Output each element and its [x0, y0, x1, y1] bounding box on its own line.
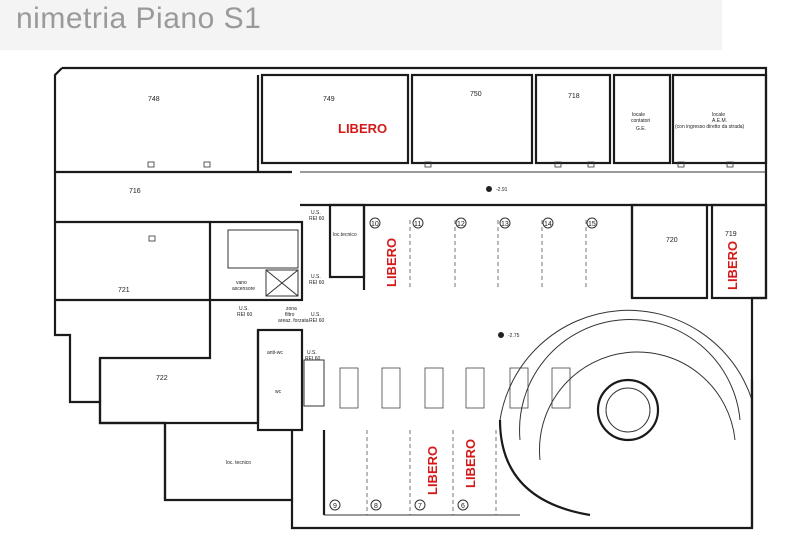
- label-716: 716: [129, 188, 141, 195]
- label-721: 721: [118, 287, 130, 294]
- svg-text:8: 8: [374, 503, 378, 510]
- label-loc-tecnico: loc.tecnico: [333, 232, 357, 238]
- svg-text:13: 13: [501, 221, 509, 228]
- room-718-outline: [534, 73, 612, 165]
- core-block: [208, 220, 304, 302]
- label-722: 722: [156, 375, 168, 382]
- svg-text:14: 14: [544, 221, 552, 228]
- label-750: 750: [470, 91, 482, 98]
- label-contatori-3: G.E.: [636, 126, 646, 132]
- label-vano-1: vano: [236, 280, 247, 286]
- label-rei-3: REI 60: [237, 312, 253, 318]
- elevator-cross-2: [265, 269, 299, 297]
- spiral-ramp: [498, 309, 754, 528]
- svg-text:9: 9: [333, 503, 337, 510]
- label-anti-wc: anti-wc: [267, 350, 283, 356]
- label-us-2: U.S.: [311, 274, 321, 280]
- stair-small: [303, 359, 325, 407]
- stair-block: [227, 229, 299, 269]
- level-marker-1: [486, 186, 492, 192]
- svg-text:12: 12: [457, 221, 465, 228]
- label-aem-1: locale: [712, 112, 725, 118]
- wc-block: [256, 328, 304, 432]
- label-rei-2: REI 60: [309, 280, 325, 286]
- libero-719: LIBERO: [725, 241, 740, 290]
- svg-text:6: 6: [461, 503, 465, 510]
- label-level-2: -2.75: [508, 333, 520, 339]
- label-us-5: U.S.: [307, 350, 317, 356]
- wall-721: [55, 298, 212, 402]
- label-rei-4: REI 60: [309, 318, 325, 324]
- room-contatori-outline: [612, 73, 672, 165]
- label-rei-1: REI 60: [309, 216, 325, 222]
- label-us-1: U.S.: [311, 210, 321, 216]
- label-level-1: -2.91: [496, 187, 508, 193]
- parking-bottom: [322, 367, 571, 516]
- label-720: 720: [666, 237, 678, 244]
- label-us-4: U.S.: [311, 312, 321, 318]
- libero-parking-top: LIBERO: [384, 238, 399, 287]
- label-us-3: U.S.: [239, 306, 249, 312]
- label-748: 748: [148, 96, 160, 103]
- svg-text:15: 15: [588, 221, 596, 228]
- level-marker-2: [498, 332, 504, 338]
- label-718: 718: [568, 93, 580, 100]
- room-720-outline: [630, 203, 709, 300]
- label-aem-2: A.E.M.: [712, 118, 727, 124]
- room-719-outline: [710, 203, 768, 300]
- label-contatori-1: locale: [632, 112, 645, 118]
- title-banner: [0, 0, 722, 50]
- wall-722: [98, 330, 260, 425]
- elevator-shaft: [265, 269, 299, 297]
- label-rei-5: REI 60: [305, 356, 321, 362]
- loc-tecnico-outline: [328, 203, 366, 279]
- room-aem-outline: [671, 73, 768, 165]
- door-markers: [147, 161, 734, 242]
- stall-numbers-bottom: 9 8 7 6: [329, 499, 469, 511]
- page-title: nimetria Piano S1: [16, 2, 262, 35]
- label-719: 719: [725, 231, 737, 238]
- room-749-outline: [260, 73, 410, 165]
- svg-text:10: 10: [371, 221, 379, 228]
- label-zona-1: zona: [286, 306, 297, 312]
- svg-text:11: 11: [414, 221, 421, 228]
- label-zona-3: areaz. forzata: [278, 318, 309, 324]
- label-vano-2: ascensore: [232, 286, 255, 292]
- libero-parking-bottom-1: LIBERO: [425, 446, 440, 495]
- stall-numbers-top: 10 11 12 13 14 15: [369, 217, 598, 229]
- libero-749: LIBERO: [338, 121, 387, 136]
- room-750-outline: [410, 73, 534, 165]
- label-aem-3: (con ingresso diretto da strada): [675, 124, 745, 130]
- label-749: 749: [323, 96, 335, 103]
- libero-parking-bottom-2: LIBERO: [463, 439, 478, 488]
- label-zona-2: filtro: [285, 312, 295, 318]
- label-loc-tecnico-2: loc. tecnico: [226, 460, 251, 466]
- parking-top: [362, 205, 634, 298]
- label-wc: wc: [275, 389, 282, 395]
- label-contatori-2: contatori: [631, 118, 650, 124]
- svg-text:7: 7: [418, 503, 422, 510]
